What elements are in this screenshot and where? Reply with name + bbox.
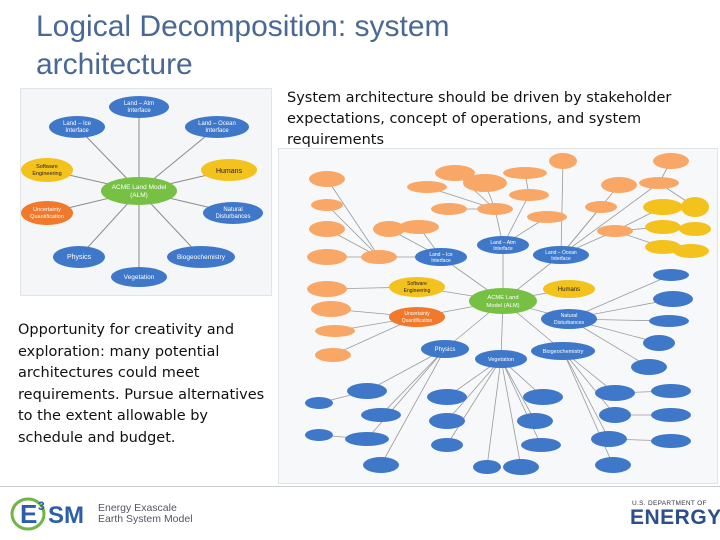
opportunity-text: Opportunity for creativity and explorati… xyxy=(18,322,265,446)
svg-text:Humans: Humans xyxy=(558,287,580,293)
large-node-physics: Physics xyxy=(421,340,469,358)
small-architecture-diagram: Land – Atm Interface Land – Ocean Interf… xyxy=(20,88,272,296)
svg-text:Natural: Natural xyxy=(561,313,578,319)
svg-text:Model (ALM): Model (ALM) xyxy=(486,303,519,309)
svg-text:Interface: Interface xyxy=(65,128,89,134)
svg-text:Vegetation: Vegetation xyxy=(488,357,514,363)
small-node-vegetation: Vegetation xyxy=(111,267,167,287)
svg-text:Humans: Humans xyxy=(216,168,243,175)
svg-text:Interface: Interface xyxy=(205,128,229,134)
svg-text:SM: SM xyxy=(48,502,84,529)
svg-text:E: E xyxy=(20,499,37,529)
e3sm-logo-text: Energy Exascale Earth System Model xyxy=(98,503,193,525)
small-node-humans: Humans xyxy=(201,159,257,181)
small-node-center: ACME Land Model (ALM) xyxy=(101,177,177,205)
svg-text:Engineering: Engineering xyxy=(32,171,61,177)
small-node-biogeochemistry: Biogeochemistry xyxy=(167,246,235,268)
svg-text:Land – Ocean: Land – Ocean xyxy=(545,250,577,256)
svg-text:Interface: Interface xyxy=(493,246,513,252)
large-node-land-ice: Land – Ice Interface xyxy=(415,248,467,266)
svg-text:Software: Software xyxy=(36,164,58,170)
large-architecture-diagram: Land – Atm Interface Land – Ocean Interf… xyxy=(278,148,718,484)
large-node-land-ocean: Land – Ocean Interface xyxy=(533,246,589,264)
small-node-physics: Physics xyxy=(53,246,105,268)
large-node-humans: Humans xyxy=(543,280,595,298)
doe-logo-text: ENERGY xyxy=(630,506,720,529)
small-node-land-ice: Land – Ice Interface xyxy=(49,116,105,138)
svg-text:Land – Ocean: Land – Ocean xyxy=(198,121,236,127)
svg-text:(ALM): (ALM) xyxy=(130,192,148,199)
svg-text:Engineering: Engineering xyxy=(404,288,431,294)
svg-text:Land – Atm: Land – Atm xyxy=(124,101,154,107)
svg-text:Software: Software xyxy=(407,281,427,287)
small-node-land-atm: Land – Atm Interface xyxy=(109,96,169,118)
large-node-software-engineering: Software Engineering xyxy=(389,277,445,297)
svg-text:Vegetation: Vegetation xyxy=(124,274,155,281)
svg-text:ACME Land: ACME Land xyxy=(487,295,518,301)
e3sm-logo: E 3 SM xyxy=(10,494,95,532)
svg-text:3: 3 xyxy=(38,499,45,513)
small-node-natural-disturbances: Natural Disturbances xyxy=(203,202,263,224)
e3sm-line1: Energy Exascale xyxy=(98,502,177,514)
svg-text:Biogeochemistry: Biogeochemistry xyxy=(177,254,226,261)
svg-text:Interface: Interface xyxy=(431,258,451,264)
svg-text:Quantification: Quantification xyxy=(30,214,64,220)
large-node-vegetation: Vegetation xyxy=(475,350,527,368)
e3sm-line2: Earth System Model xyxy=(98,513,193,525)
slide-title: Logical Decomposition: system architectu… xyxy=(36,10,450,81)
svg-text:Natural: Natural xyxy=(223,207,242,213)
svg-text:Physics: Physics xyxy=(435,347,456,353)
svg-text:Physics: Physics xyxy=(67,254,92,261)
large-node-uncertainty: Uncertainty Quantification xyxy=(389,307,445,327)
svg-text:Uncertainty: Uncertainty xyxy=(404,311,430,317)
svg-text:Land – Atm: Land – Atm xyxy=(490,240,515,246)
svg-text:Land – Ice: Land – Ice xyxy=(429,252,453,258)
svg-text:Uncertainty: Uncertainty xyxy=(33,207,61,213)
large-node-natural-disturbances: Natural Disturbances xyxy=(541,309,597,329)
doe-logo-small-text: U.S. DEPARTMENT OF xyxy=(632,500,707,507)
svg-text:Biogeochemistry: Biogeochemistry xyxy=(543,349,584,355)
intro-text: System architecture should be driven by … xyxy=(287,90,672,148)
svg-text:Quantification: Quantification xyxy=(402,318,433,324)
large-node-land-atm: Land – Atm Interface xyxy=(477,236,529,254)
svg-text:Interface: Interface xyxy=(127,108,151,114)
svg-text:Disturbances: Disturbances xyxy=(215,214,250,220)
svg-text:Interface: Interface xyxy=(551,256,571,262)
small-node-software-engineering: Software Engineering xyxy=(21,158,73,182)
svg-text:Land – Ice: Land – Ice xyxy=(63,121,92,127)
large-node-biogeochemistry: Biogeochemistry xyxy=(531,342,595,360)
svg-text:ACME Land Model: ACME Land Model xyxy=(112,184,167,191)
footer-divider xyxy=(0,486,720,487)
large-diagram-small-nodes xyxy=(305,153,711,475)
large-node-center: ACME Land Model (ALM) xyxy=(469,288,537,314)
large-diagram-main-nodes: Land – Atm Interface Land – Ocean Interf… xyxy=(389,236,597,368)
small-node-uncertainty: Uncertainty Quantification xyxy=(21,201,73,225)
small-node-land-ocean: Land – Ocean Interface xyxy=(185,116,249,138)
svg-text:Disturbances: Disturbances xyxy=(554,320,585,326)
